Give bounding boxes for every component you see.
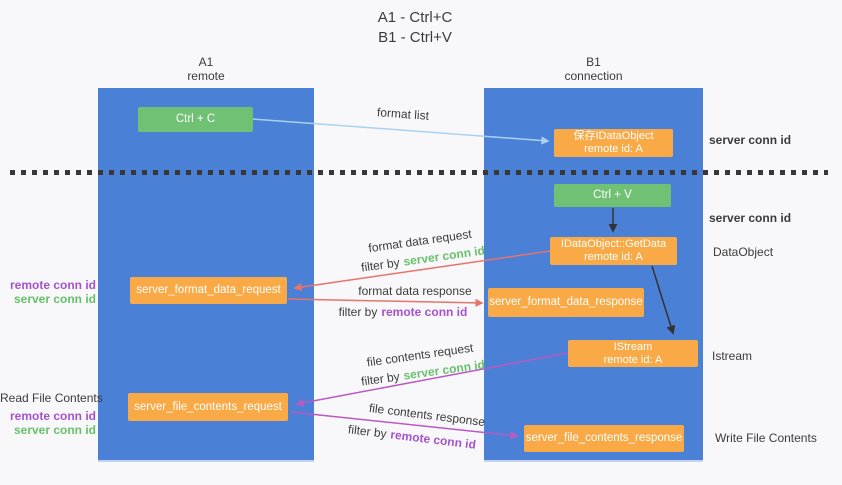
istream-annotation: Istream (712, 349, 753, 363)
diagram-title: A1 - Ctrl+C B1 - Ctrl+V (0, 8, 830, 48)
dataobject-annotation: DataObject (713, 245, 774, 259)
format-data-response-label: format data response (358, 284, 472, 298)
column-b1-name: B1 (586, 55, 601, 69)
ctrl-c-box: Ctrl + C (138, 107, 253, 132)
server-file-contents-request-label: server_file_contents_request (134, 400, 282, 413)
format-conn-id-annotations: remote conn id server conn id (0, 278, 96, 306)
format-data-response-arrow (287, 298, 484, 307)
column-header-b1: B1 connection (484, 55, 703, 83)
file-conn-id-annotations: remote conn id server conn id (0, 409, 96, 437)
remote-conn-id-text: remote conn id (381, 305, 468, 319)
remote-conn-id-text: remote conn id (389, 427, 477, 452)
ctrl-v-label: Ctrl + V (593, 189, 632, 201)
format-list-label: format list (376, 105, 430, 123)
istream-box: IStream remote id: A (568, 340, 698, 367)
getdata-line1: IDataObject::GetData (560, 238, 667, 250)
filter-by-text: filter by (347, 422, 388, 441)
ctrl-c-label: Ctrl + C (175, 113, 216, 125)
filter-by-text: filter by (338, 305, 378, 319)
idataobject-getdata-box: IDataObject::GetData remote id: A (550, 237, 677, 265)
server-format-data-request-box: server_format_data_request (130, 277, 287, 304)
read-file-contents-annotation: Read File Contents (0, 391, 103, 405)
server-conn-id-annotation: server conn id (13, 292, 96, 306)
save-idataobject-line2: remote id: A (584, 143, 643, 155)
server-format-data-response-box: server_format_data_response (488, 288, 644, 317)
server-format-data-request-label: server_format_data_request (136, 284, 281, 296)
save-idataobject-box: 保存IDataObject remote id: A (554, 129, 673, 157)
server-file-contents-request-box: server_file_contents_request (128, 393, 288, 421)
server-conn-id-annotation-mid: server conn id (709, 211, 792, 225)
column-header-a1: A1 remote (98, 55, 314, 83)
filter-by-text: filter by (360, 255, 401, 275)
file-contents-response-label: file contents response (368, 400, 486, 430)
save-idataobject-line1: 保存IDataObject (573, 130, 654, 142)
column-a1-name: A1 (198, 55, 214, 69)
server-format-data-response-label: server_format_data_response (489, 296, 643, 308)
title-line-b1: B1 - Ctrl+V (378, 29, 452, 46)
session-divider-dotted-line (10, 170, 828, 175)
server-file-contents-response-label: server_file_contents_response (525, 432, 683, 444)
istream-line2: remote id: A (603, 353, 663, 366)
istream-line1: IStream (613, 340, 653, 353)
column-b1-subtitle: connection (564, 69, 623, 83)
server-conn-id-annotation-top: server conn id (709, 133, 792, 147)
write-file-contents-annotation: Write File Contents (715, 431, 817, 445)
column-a1-subtitle: remote (187, 69, 225, 83)
filter-by-text: filter by (360, 369, 401, 389)
server-conn-id-annotation: server conn id (13, 423, 96, 437)
ctrl-v-box: Ctrl + V (554, 184, 671, 207)
getdata-line2: remote id: A (584, 251, 643, 263)
server-file-contents-response-box: server_file_contents_response (524, 425, 684, 452)
remote-conn-id-annotation: remote conn id (9, 409, 96, 423)
remote-conn-id-annotation: remote conn id (9, 278, 96, 292)
title-line-a1: A1 - Ctrl+C (377, 9, 453, 26)
